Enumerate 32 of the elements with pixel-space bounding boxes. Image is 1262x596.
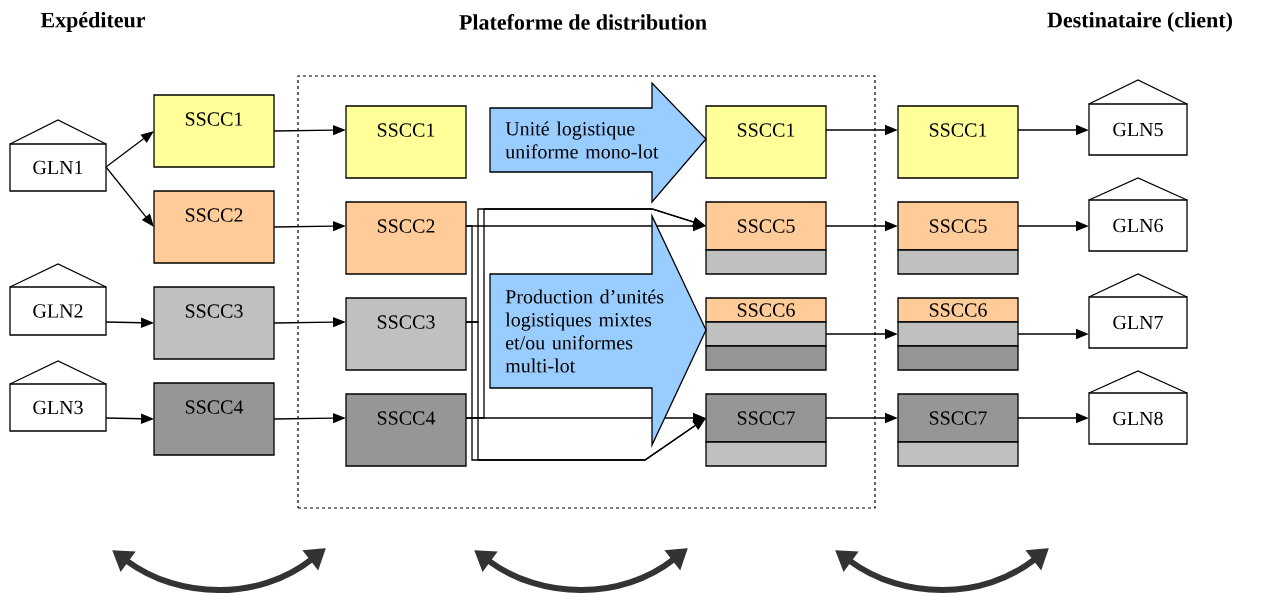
logistic-unit-box: SSCC2 (345, 201, 467, 275)
logistic-unit-box: SSCC1 (705, 105, 827, 179)
arrow (105, 166, 154, 227)
logistic-unit-box: SSCC7 (897, 393, 1019, 467)
logistic-unit-box: SSCC4 (153, 382, 275, 456)
logistic-unit-box: SSCC1 (897, 105, 1019, 179)
logistic-unit-box: SSCC6 (897, 297, 1019, 371)
logistic-unit-box: SSCC5 (705, 201, 827, 275)
arrow (465, 321, 706, 461)
location-house: GLN6 (1088, 177, 1188, 252)
logistic-unit-box: SSCC1 (345, 105, 467, 179)
dashed-frame (297, 75, 876, 509)
location-house: GLN1 (9, 119, 107, 192)
location-house: GLN7 (1088, 273, 1188, 349)
node-label: SSCC6 (929, 303, 987, 317)
column-heading: Destinataire (client) (1047, 12, 1232, 32)
column-heading: Expéditeur (40, 12, 146, 32)
logistic-unit-box: SSCC5 (897, 201, 1019, 275)
location-house: GLN5 (1088, 79, 1188, 156)
arrow (105, 131, 154, 168)
logistic-unit-box: SSCC2 (153, 190, 275, 264)
location-house: GLN2 (9, 263, 107, 336)
logistic-unit-box: SSCC1 (153, 94, 275, 168)
column-heading: Plateforme de distribution (459, 14, 707, 30)
logistic-unit-box: SSCC7 (705, 393, 827, 467)
location-house: GLN3 (9, 360, 107, 432)
logistic-unit-box: SSCC3 (345, 297, 467, 371)
node-label: SSCC6 (737, 303, 795, 317)
logistic-unit-box: SSCC3 (153, 286, 275, 360)
logistic-unit-box: SSCC4 (345, 393, 467, 467)
location-house: GLN8 (1088, 370, 1188, 445)
logistic-unit-box: SSCC6 (705, 297, 827, 371)
